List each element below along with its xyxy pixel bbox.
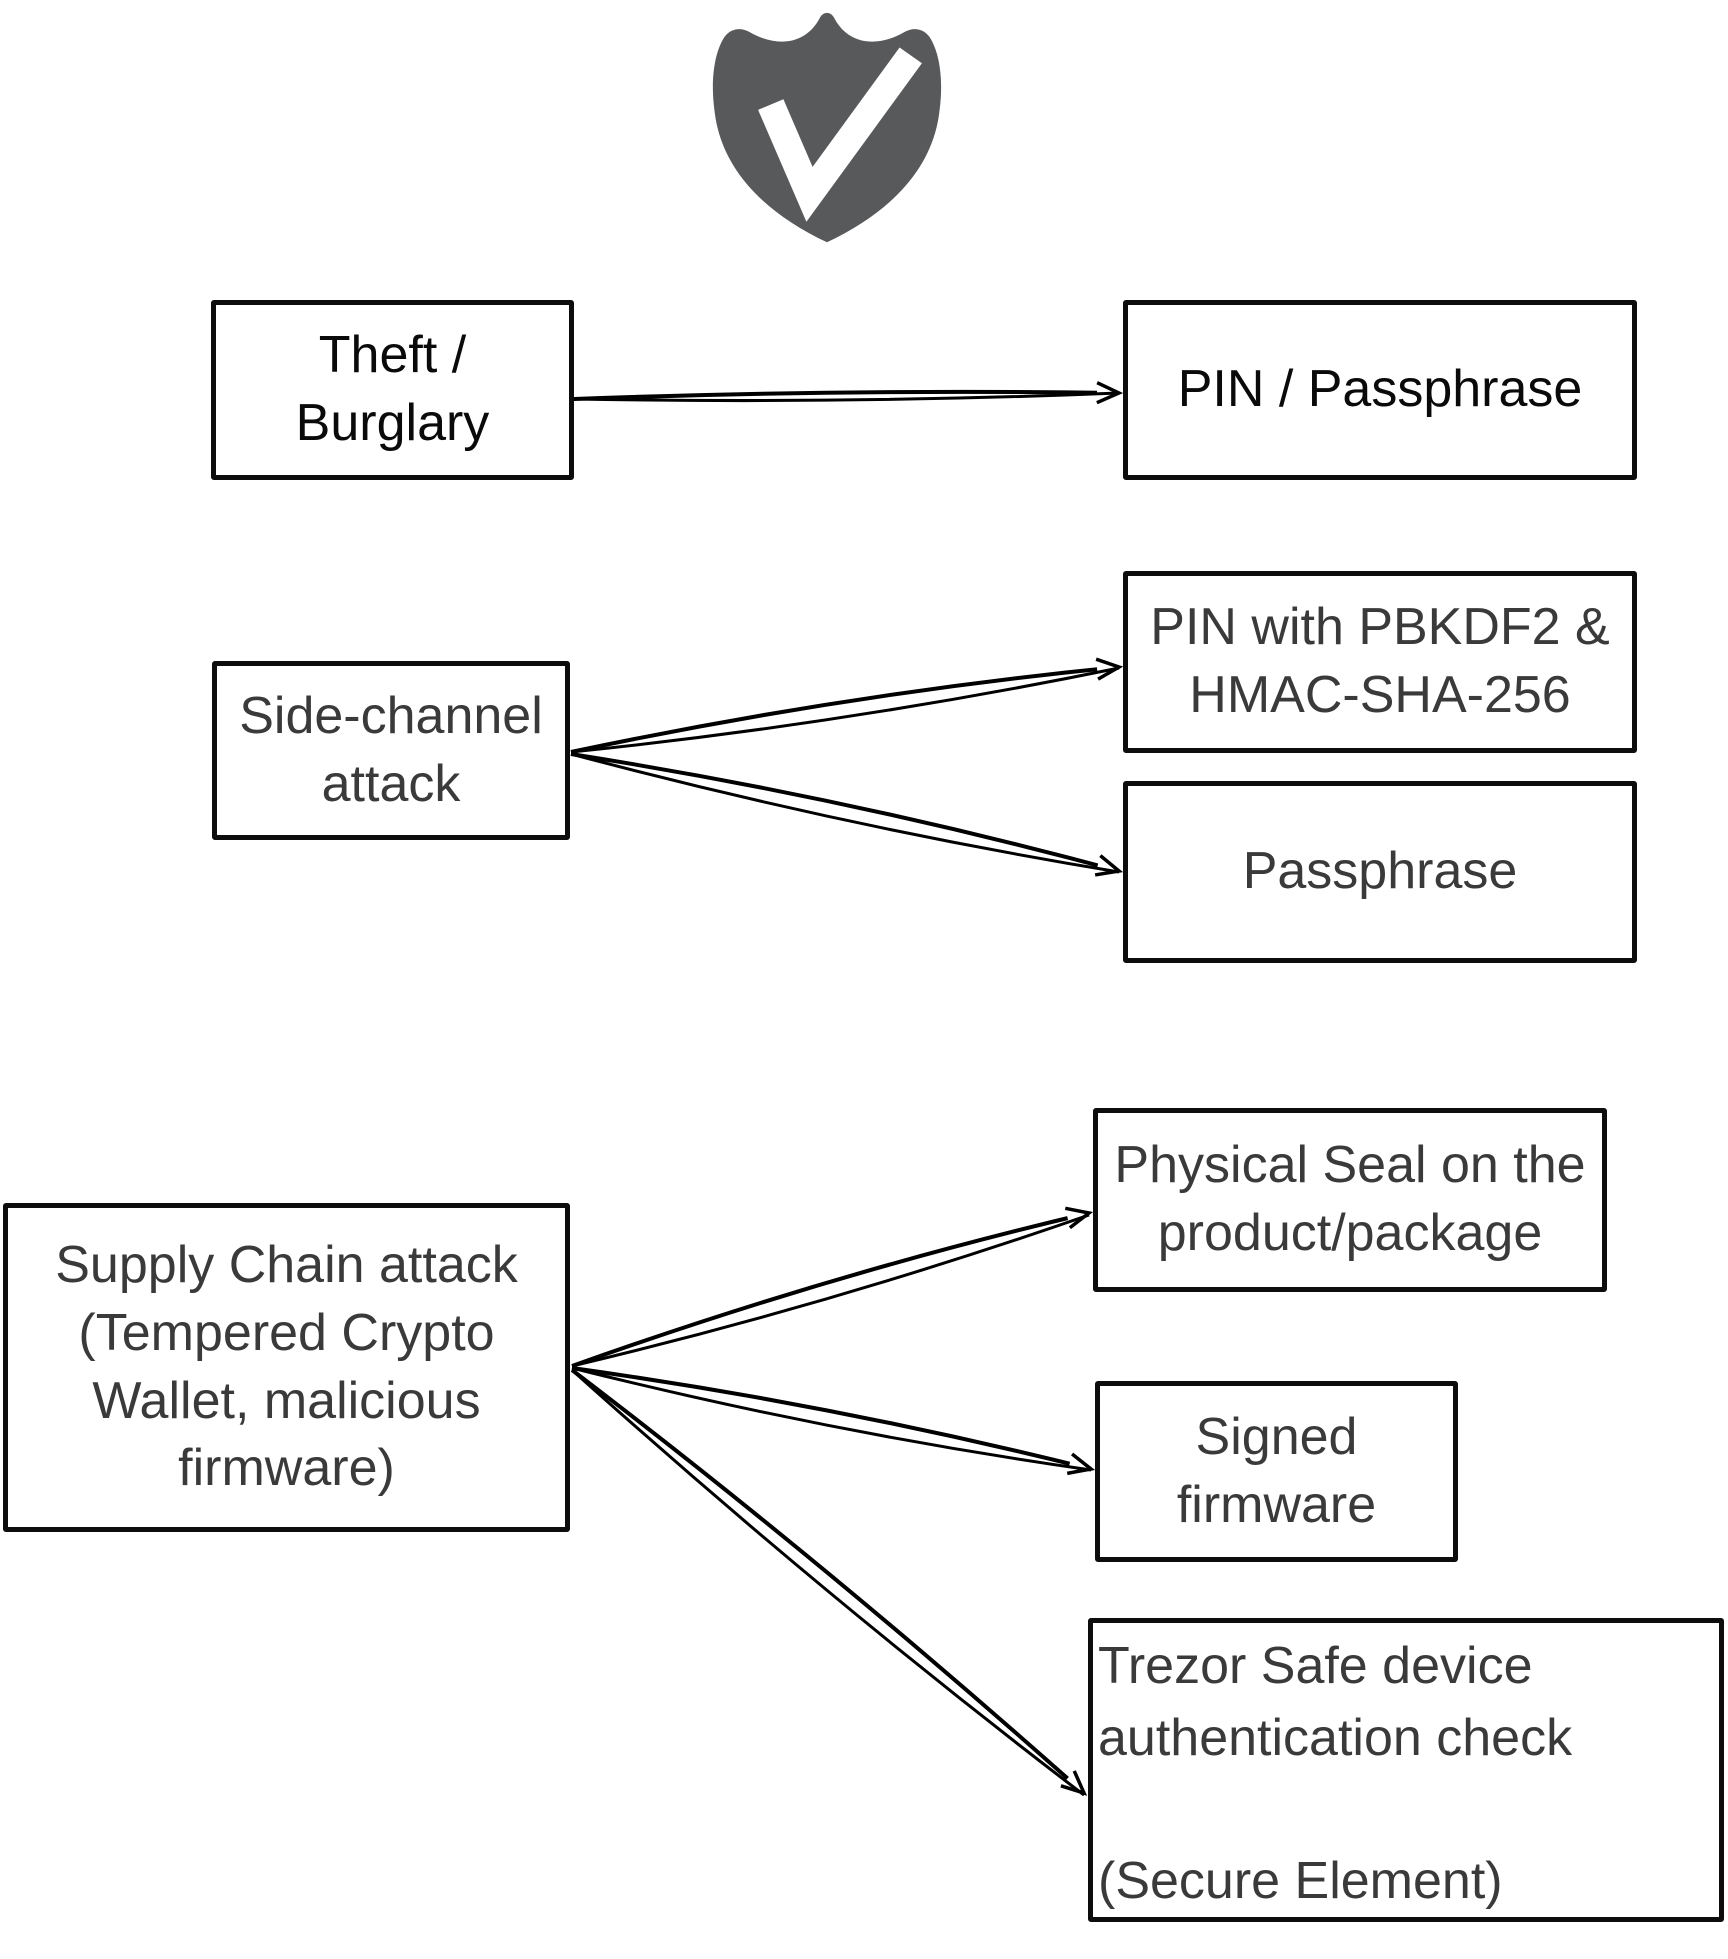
node-trezor-authentication-label: Trezor Safe device authentication check … <box>1098 1637 1573 1911</box>
arrow-supply-chain-to-physical-seal <box>571 1213 1089 1368</box>
node-side-channel-attack-label: Side-channel attack <box>239 686 543 813</box>
node-pin-pbkdf2-hmac-label: PIN with PBKDF2 & HMAC-SHA-256 <box>1150 598 1610 724</box>
arrow-theft-to-pin-passphrase <box>573 392 1119 401</box>
arrow-side-channel-to-passphrase <box>570 752 1119 872</box>
node-side-channel-attack: Side-channel attack <box>212 661 570 840</box>
node-pin-pbkdf2-hmac: PIN with PBKDF2 & HMAC-SHA-256 <box>1123 571 1637 753</box>
node-signed-firmware-label: Signed firmware <box>1176 1407 1377 1534</box>
arrow-side-channel-to-pin-pbkdf2 <box>570 667 1119 754</box>
node-theft-burglary: Theft / Burglary <box>211 300 574 480</box>
node-theft-burglary-label: Theft / Burglary <box>295 326 490 452</box>
node-supply-chain-attack-label: Supply Chain attack (Tempered Crypto Wal… <box>55 1236 518 1498</box>
node-signed-firmware: Signed firmware <box>1095 1381 1458 1562</box>
check-mark <box>758 47 922 222</box>
node-pin-passphrase-label: PIN / Passphrase <box>1177 360 1583 419</box>
node-supply-chain-attack: Supply Chain attack (Tempered Crypto Wal… <box>3 1203 570 1532</box>
node-passphrase: Passphrase <box>1123 781 1637 963</box>
shield-check-icon <box>712 12 942 243</box>
arrow-supply-chain-to-signed-firmware <box>571 1366 1091 1470</box>
arrow-supply-chain-to-trezor-auth <box>570 1368 1084 1797</box>
node-physical-seal: Physical Seal on the product/package <box>1093 1108 1607 1292</box>
node-trezor-authentication: Trezor Safe device authentication check … <box>1088 1618 1724 1922</box>
shield-body <box>712 12 942 243</box>
node-physical-seal-label: Physical Seal on the product/package <box>1114 1136 1586 1262</box>
node-pin-passphrase: PIN / Passphrase <box>1123 300 1637 480</box>
node-passphrase-label: Passphrase <box>1242 842 1518 901</box>
